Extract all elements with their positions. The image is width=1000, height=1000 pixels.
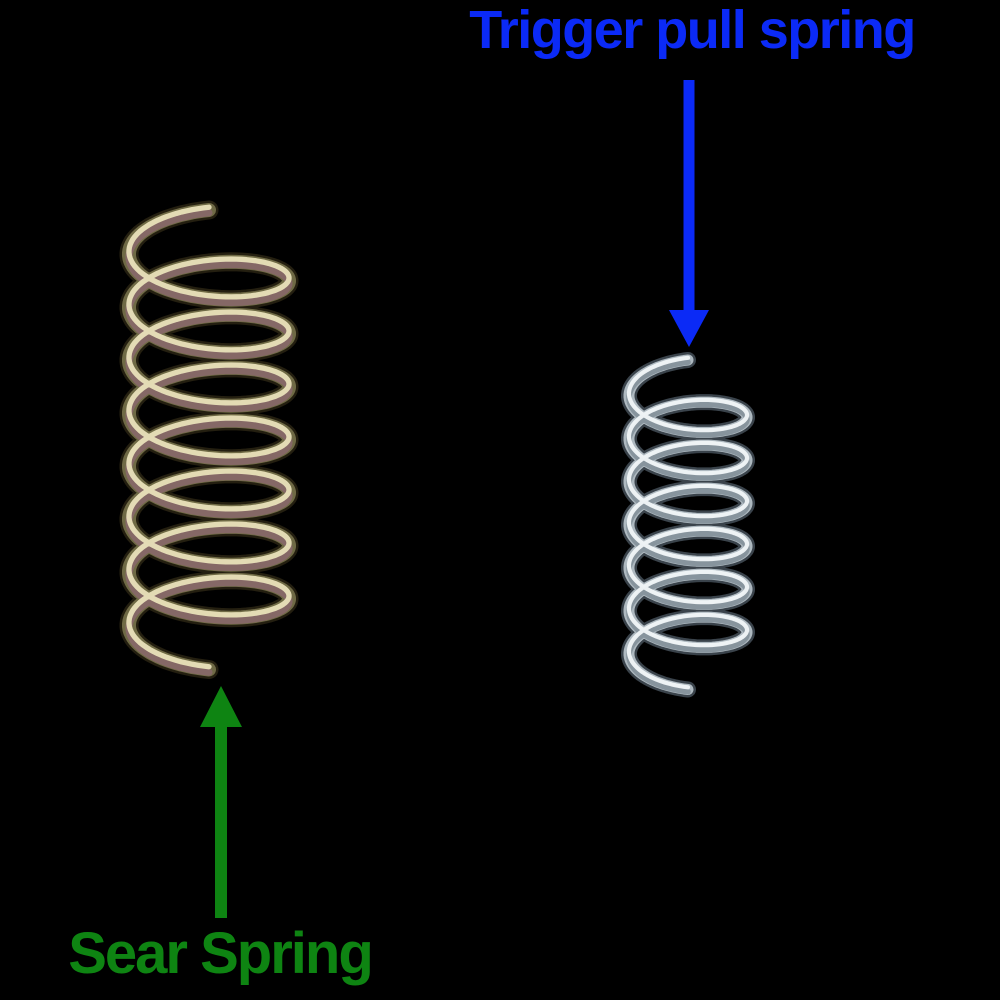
sear-spring-label: Sear Spring — [68, 921, 374, 986]
trigger-pull-spring-image — [621, 352, 755, 698]
trigger-pull-spring-label: Trigger pull spring — [469, 0, 916, 60]
up-arrow-icon — [200, 686, 242, 918]
sear-spring-image — [119, 200, 299, 679]
down-arrow-icon — [669, 80, 709, 347]
